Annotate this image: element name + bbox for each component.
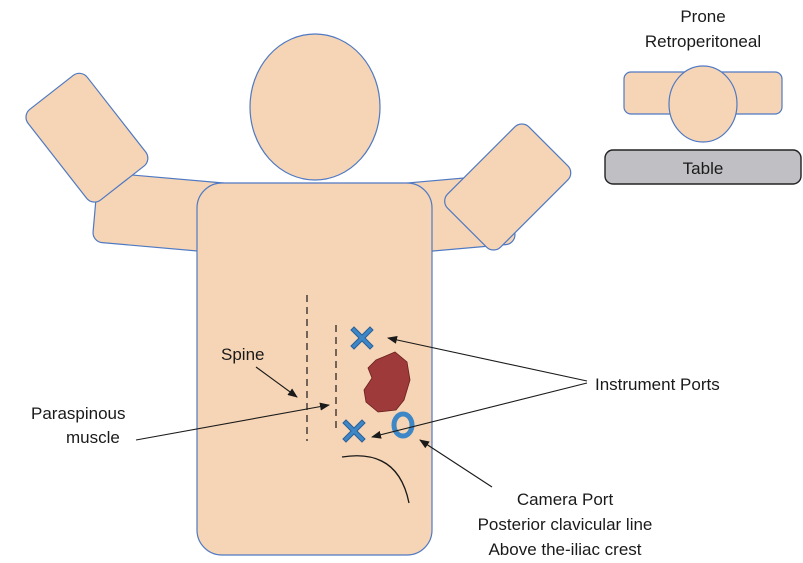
inset-title-line1: Prone	[680, 7, 725, 26]
camera-port-location-line2: Above the-iliac crest	[488, 540, 641, 559]
camera-port-location-line1: Posterior clavicular line	[478, 515, 653, 534]
prone-inset: Prone Retroperitoneal Table	[605, 7, 801, 184]
inset-title-line2: Retroperitoneal	[645, 32, 761, 51]
head	[250, 34, 380, 180]
table-label: Table	[683, 159, 724, 178]
camera-port-label: Camera Port	[517, 490, 614, 509]
spine-label: Spine	[221, 345, 264, 364]
paraspinous-label-line2: muscle	[66, 428, 120, 447]
inset-head	[669, 66, 737, 142]
instrument-ports-label: Instrument Ports	[595, 375, 720, 394]
paraspinous-label-line1: Paraspinous	[31, 404, 126, 423]
patient-figure	[22, 34, 575, 555]
